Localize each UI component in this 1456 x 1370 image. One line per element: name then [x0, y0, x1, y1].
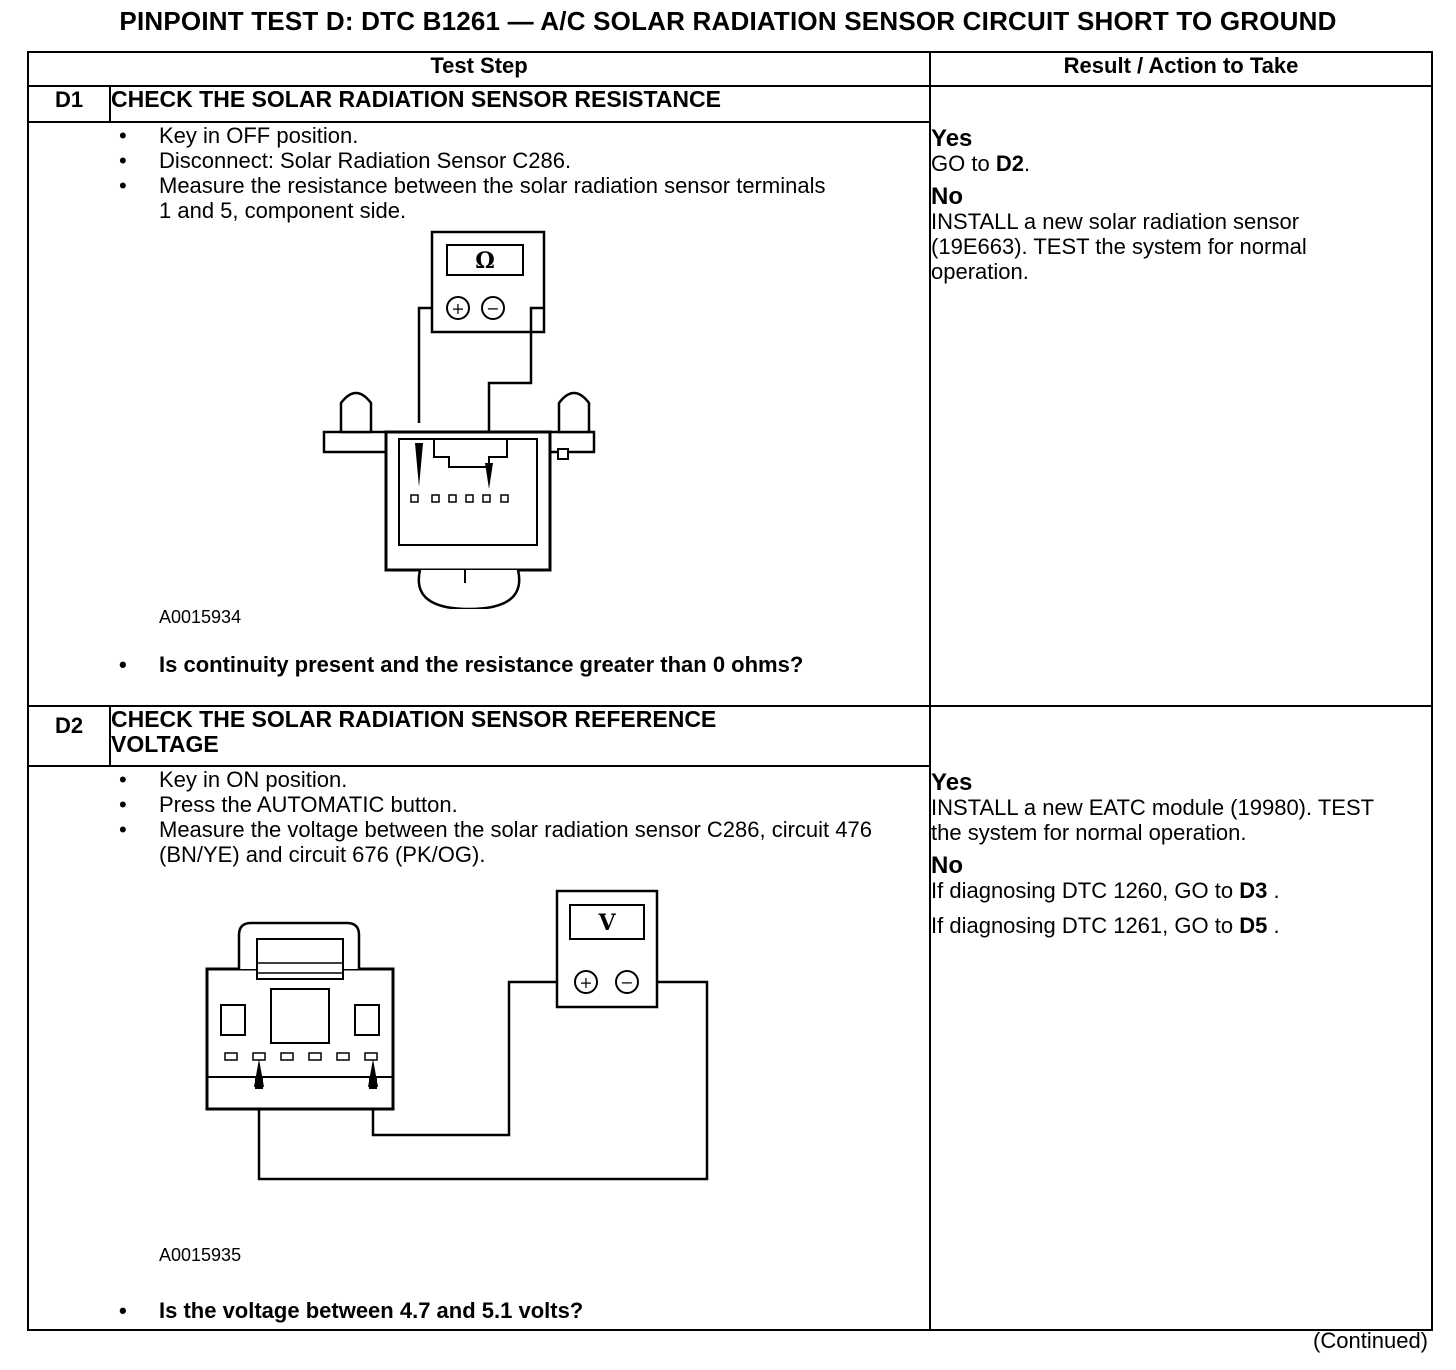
d1-no-action: INSTALL a new solar radiation sensor (19…	[931, 209, 1307, 284]
d1-question: Is continuity present and the resistance…	[119, 652, 839, 677]
d2-step-id: D2	[27, 705, 111, 767]
table-header-row: Test Step Result / Action to Take	[26, 51, 1434, 87]
test-step-header: Test Step	[26, 51, 932, 87]
d2-heading-line1: CHECK THE SOLAR RADIATION SENSOR REFEREN…	[111, 706, 717, 732]
d1-question-list: Is continuity present and the resistance…	[29, 652, 929, 683]
d2-yes-label: Yes	[931, 769, 973, 796]
d2-heading-line2: VOLTAGE	[111, 731, 219, 757]
ohmmeter-display	[446, 244, 524, 276]
d1-step-1: Key in OFF position.	[119, 123, 929, 148]
plus-sign: +	[451, 299, 464, 318]
d1-figure-id: A0015934	[159, 607, 242, 627]
d2-step-heading: CHECK THE SOLAR RADIATION SENSOR REFEREN…	[108, 705, 932, 767]
d1-body: Key in OFF position. Disconnect: Solar R…	[26, 121, 932, 707]
d1-step-3: Measure the resistance between the solar…	[119, 173, 839, 223]
d2-step-1: Key in ON position.	[119, 767, 929, 792]
negative-probe-tip	[485, 463, 493, 489]
minus-terminal	[481, 296, 505, 320]
d1-body-row: Key in OFF position. Disconnect: Solar R…	[26, 121, 1432, 707]
minus-sign: −	[620, 973, 633, 992]
d2-no-label: No	[931, 852, 964, 879]
d2-result-cell: Yes INSTALL a new EATC module (19980). T…	[929, 705, 1434, 1331]
d2-question-list: Is the voltage between 4.7 and 5.1 volts…	[29, 1298, 929, 1329]
negative-lead	[487, 306, 544, 477]
d2-body: Key in ON position. Press the AUTOMATIC …	[26, 765, 932, 1331]
positive-probe-tip	[415, 443, 423, 487]
minus-sign: −	[486, 299, 499, 318]
d1-yes-label: Yes	[931, 125, 973, 152]
sensor-lens	[417, 569, 521, 609]
d2-no-action-1: If diagnosing DTC 1260, GO to D3 .	[931, 878, 1280, 903]
d2-yes-action: INSTALL a new EATC module (19980). TEST …	[931, 795, 1374, 845]
negative-lead	[257, 980, 709, 1181]
ohm-symbol: Ω	[475, 248, 495, 274]
d1-step-list: Key in OFF position. Disconnect: Solar R…	[29, 123, 929, 223]
plus-terminal	[446, 296, 470, 320]
page-title: PINPOINT TEST D: DTC B1261 — A/C SOLAR R…	[119, 6, 1337, 36]
right-mount-dome	[557, 391, 591, 434]
left-mount-dome	[339, 391, 373, 434]
result-header: Result / Action to Take	[929, 51, 1434, 87]
continued-note: (Continued)	[1313, 1328, 1428, 1353]
d2-no-action-2: If diagnosing DTC 1261, GO to D5 .	[931, 913, 1280, 938]
d1-result-cell: Yes GO to D2. No INSTALL a new solar rad…	[929, 85, 1434, 707]
pinpoint-test-table: Test Step Result / Action to Take D1 CHE…	[26, 51, 1434, 1331]
d1-step-2: Disconnect: Solar Radiation Sensor C286.	[119, 148, 929, 173]
plus-sign: +	[579, 973, 592, 992]
d2-voltmeter-diagram: V + −	[205, 889, 709, 1181]
d1-ohmmeter-diagram: Ω + −	[322, 230, 596, 609]
d1-heading-row: D1 CHECK THE SOLAR RADIATION SENSOR RESI…	[27, 85, 1434, 707]
connector-cavity	[398, 438, 538, 546]
d1-step-id: D1	[27, 85, 111, 123]
d1-step-heading: CHECK THE SOLAR RADIATION SENSOR RESISTA…	[108, 85, 932, 123]
d2-heading-row: D2 CHECK THE SOLAR RADIATION SENSOR REFE…	[27, 705, 1434, 1331]
positive-lead	[417, 306, 432, 423]
d2-step-2: Press the AUTOMATIC button.	[119, 792, 929, 817]
positive-lead	[371, 980, 557, 1137]
d2-step-3: Measure the voltage between the solar ra…	[119, 817, 879, 867]
minus-terminal	[615, 970, 639, 994]
d2-question: Is the voltage between 4.7 and 5.1 volts…	[119, 1298, 929, 1323]
d2-figure-id: A0015935	[159, 1245, 242, 1265]
d2-step-list: Key in ON position. Press the AUTOMATIC …	[29, 767, 929, 867]
plus-terminal	[574, 970, 598, 994]
voltmeter-display	[569, 904, 645, 940]
volt-symbol: V	[597, 910, 616, 936]
d1-yes-action: GO to D2.	[931, 151, 1031, 176]
d1-no-label: No	[931, 183, 964, 210]
d2-body-row: Key in ON position. Press the AUTOMATIC …	[26, 765, 1432, 1331]
